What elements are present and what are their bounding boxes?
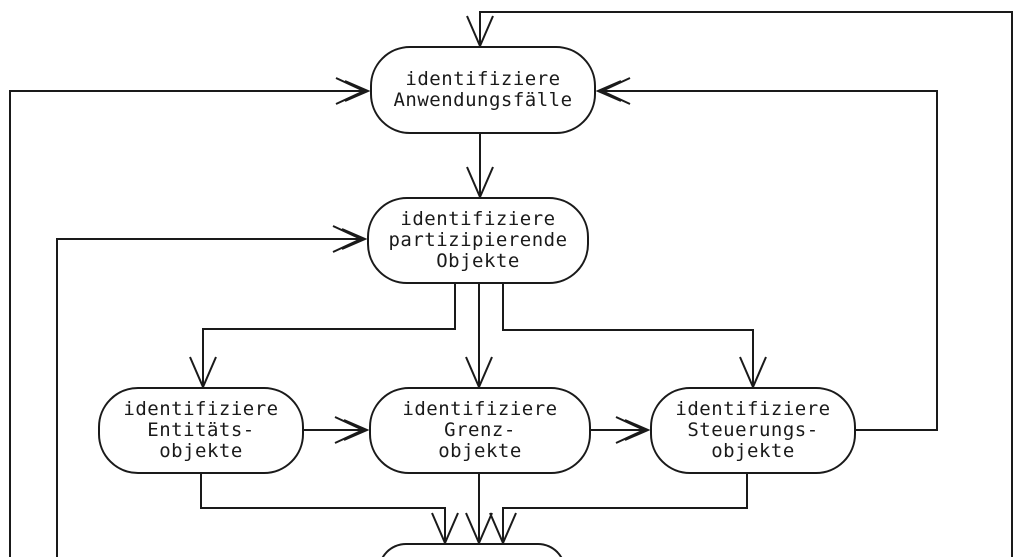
node-label-grenzobjekte: identifiziere Grenz- objekte — [402, 398, 558, 462]
edge-anwendungsfaelle-to-partizipierende — [466, 134, 494, 200]
node-label-entitaetsobjekte: identifiziere Entitäts- objekte — [123, 398, 279, 462]
node-identifiziere-anwendungsfaelle: identifiziere Anwendungsfälle — [370, 46, 596, 134]
node-identifiziere-steuerungsobjekte: identifiziere Steuerungs- objekte — [650, 387, 856, 474]
edge-partizipierende-to-entitaetsobjekte — [189, 284, 456, 390]
edge-steuerungsobjekte-to-bottom-node — [489, 474, 748, 546]
node-identifiziere-grenzobjekte: identifiziere Grenz- objekte — [369, 387, 591, 474]
edge-grenzobjekte-to-bottom-node — [465, 474, 493, 546]
edge-steuerungsobjekte-to-anwendungsfaelle — [595, 77, 938, 431]
node-partial-bottom — [378, 543, 566, 557]
node-identifiziere-entitaetsobjekte: identifiziere Entitäts- objekte — [98, 387, 304, 474]
node-label-anwendungsfaelle: identifiziere Anwendungsfälle — [393, 68, 573, 111]
edge-loop-left-to-anwendungsfaelle — [9, 77, 371, 557]
edge-partizipierende-to-steuerungsobjekte — [502, 284, 767, 390]
node-label-steuerungsobjekte: identifiziere Steuerungs- objekte — [675, 398, 831, 462]
edge-entitaetsobjekte-to-grenzobjekte — [304, 416, 370, 444]
edge-grenzobjekte-to-steuerungsobjekte — [591, 416, 651, 444]
edge-entitaetsobjekte-to-bottom-node — [200, 474, 459, 546]
node-identifiziere-partizipierende-objekte: identifiziere partizipierende Objekte — [367, 197, 589, 284]
edge-loop-left-to-partizipierende — [56, 225, 368, 557]
node-label-partizipierende-objekte: identifiziere partizipierende Objekte — [388, 208, 568, 272]
edge-partizipierende-to-grenzobjekte — [465, 284, 493, 390]
